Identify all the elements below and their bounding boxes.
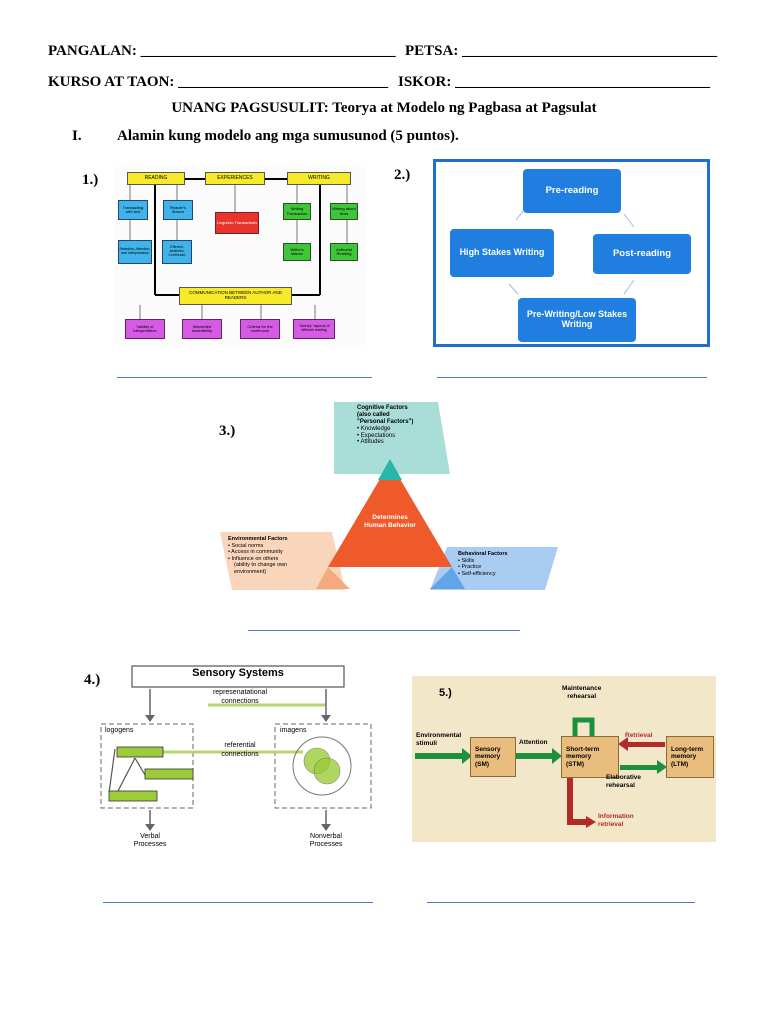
kurso-blank[interactable]: ____________________________ (178, 74, 389, 90)
criteria-box: Criteria for the continuum (240, 319, 280, 339)
center-label: Determines Human Behavior (350, 514, 430, 530)
item-number-2: 2.) (394, 167, 411, 183)
high-stakes-box: High Stakes Writing (450, 229, 554, 277)
item-number-3: 3.) (219, 423, 236, 439)
figure-3-shapes (220, 402, 558, 590)
petsa-label: PETSA: (405, 43, 459, 59)
pangalan-blank[interactable]: __________________________________ (140, 43, 396, 59)
authorial-box: Authorial Reading (330, 243, 358, 261)
figure-1-transactional-model: READING EXPERIENCES WRITING Transacting … (115, 167, 365, 345)
writing-box: WRITING (287, 172, 351, 185)
instruction-roman: I. (72, 128, 82, 144)
reading-box: READING (127, 172, 185, 185)
figure-4-shapes (100, 665, 372, 831)
pre-writing-box: Pre-Writing/Low Stakes Writing (518, 298, 636, 342)
cognitive-title-3: "Personal Factors") (357, 418, 414, 425)
environmental-extra: (ability to change own (234, 562, 288, 569)
date-line: PETSA: _________________________________… (405, 43, 717, 60)
behavioral-title: Behavioral Factors (458, 551, 508, 557)
validity-box: Validity of interpretation (125, 319, 165, 339)
page-title: UNANG PAGSUSULIT: Teorya at Modelo ng Pa… (0, 100, 768, 117)
environmental-extra: environment) (234, 568, 267, 575)
environmental-item: • Access in community (228, 549, 283, 556)
behavioral-item: • Self-efficiency (458, 570, 496, 577)
readers-stance-box: Reader's Stance (163, 200, 193, 220)
cognitive-item: • Attitudes (357, 439, 384, 446)
answer-line-5[interactable] (427, 902, 695, 903)
transacting-box: Transacting with text (118, 200, 148, 220)
logogens-label: logogens (105, 727, 134, 734)
answer-line-4[interactable] (103, 902, 373, 903)
behavioral-item: • Practice (458, 564, 482, 571)
warranted-box: Warranted Assertibility (182, 319, 222, 339)
item-number-5: 5.) (439, 687, 452, 699)
course-line: KURSO AT TAON: _________________________… (48, 74, 388, 91)
item-number-1: 1.) (82, 172, 99, 188)
name-line: PANGALAN: ______________________________… (48, 43, 396, 60)
literary-box: "Literary" aspects of different reading (293, 319, 335, 339)
retrieval-label: Retrieval (625, 732, 653, 739)
iskor-label: ISKOR: (398, 74, 452, 90)
post-reading-box: Post-reading (593, 234, 691, 274)
answer-line-1[interactable] (117, 377, 372, 378)
behavioral-factors-block: Behavioral Factors • Skills • Practice •… (458, 551, 508, 577)
instruction-text: Alamin kung modelo ang mga sumusunod (5 … (117, 128, 459, 144)
experiences-box: EXPERIENCES (205, 172, 265, 185)
cognitive-factors-block: Cognitive Factors (also called "Personal… (357, 405, 413, 446)
pre-reading-box: Pre-reading (523, 169, 621, 213)
title-bold: UNANG PAGSUSULIT: (171, 100, 329, 116)
cognitive-title: Cognitive Factors (357, 405, 408, 411)
petsa-blank[interactable]: __________________________________ (462, 43, 718, 59)
selection-box: Selection, Attention, and Interpretation (118, 240, 152, 264)
writers-stance-box: Writer's stance (283, 243, 311, 261)
environmental-factors-block: Environmental Factors • Social norms • A… (228, 536, 288, 576)
center-line-2: Human Behavior (364, 521, 416, 529)
environmental-item: • Influence on others (228, 555, 279, 562)
kurso-label: KURSO AT TAON: (48, 74, 175, 90)
writing-about-box: Writing about texts (330, 203, 358, 220)
environmental-title: Environmental Factors (228, 536, 288, 542)
item-number-4: 4.) (84, 672, 101, 688)
iskor-blank[interactable]: __________________________________ (455, 74, 711, 90)
cognitive-title-2: (also called (357, 411, 390, 418)
figure-3-triadic-model: Cognitive Factors (also called "Personal… (220, 402, 560, 592)
sensory-systems-label: Sensory Systems (192, 667, 284, 679)
behavioral-item: • Skills (458, 557, 475, 564)
figure-2-cycle: Pre-reading Post-reading Pre-Writing/Low… (433, 159, 710, 347)
communication-box: COMMUNICATION BETWEEN AUTHOR AND READERS (179, 287, 292, 305)
figure-2-arrows (508, 209, 635, 295)
efferent-box: Efferent, Aesthetic, Continuum (162, 240, 192, 264)
title-rest: Teorya at Modelo ng Pagbasa at Pagsulat (328, 100, 597, 116)
attention-label: Attention (519, 739, 548, 746)
center-line-1: Determines (372, 514, 408, 521)
cognitive-item: • Knowledge (357, 425, 391, 432)
writing-transaction-box: Writing Transaction (283, 203, 311, 220)
answer-line-3[interactable] (248, 630, 520, 631)
pangalan-label: PANGALAN: (48, 43, 137, 59)
score-line: ISKOR: _________________________________… (398, 74, 710, 91)
environmental-item: • Social norms (228, 542, 264, 549)
cognitive-item: • Expectations (357, 432, 396, 439)
answer-line-2[interactable] (437, 377, 707, 378)
linguistic-box: Linguistic Transactions (215, 212, 259, 234)
imagens-label: imagens (280, 727, 307, 734)
